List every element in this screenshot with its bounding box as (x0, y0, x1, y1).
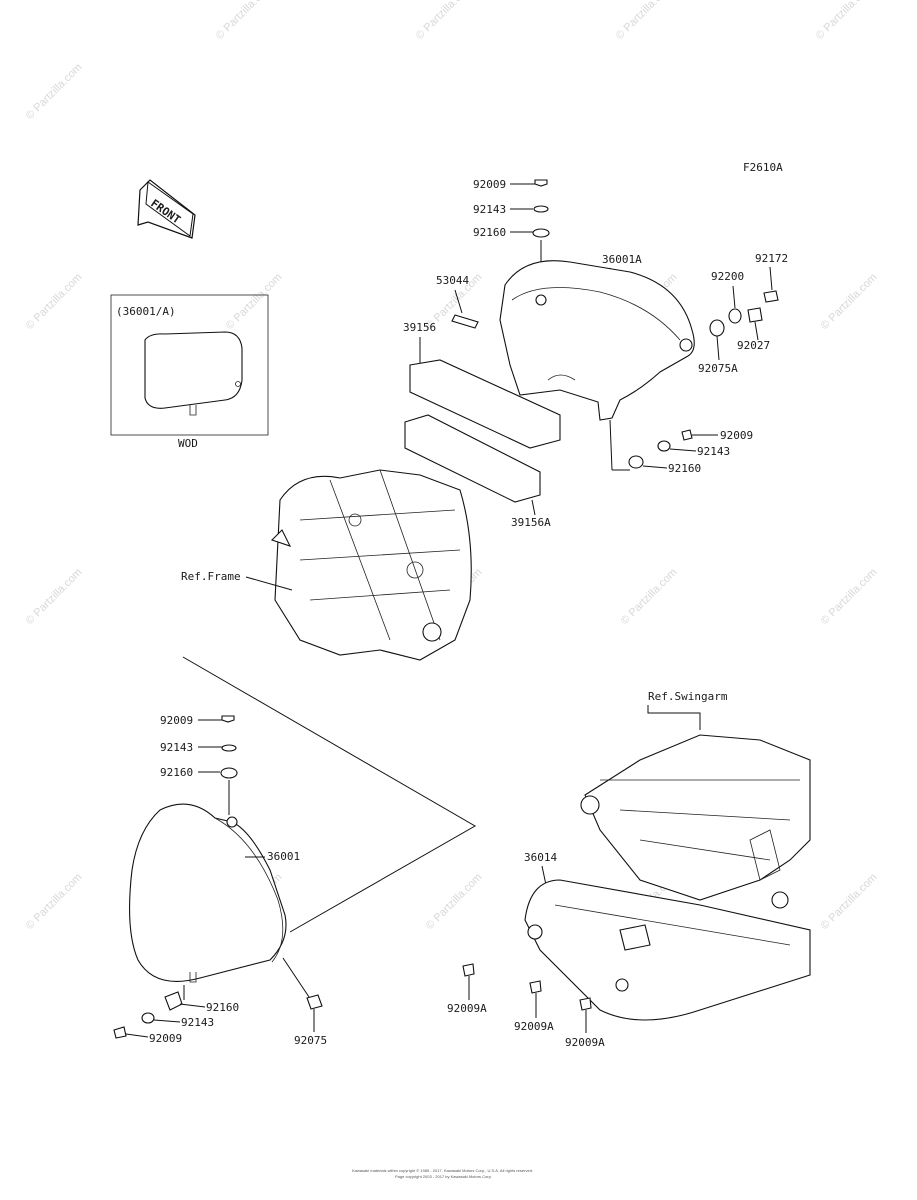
clip-icon (451, 314, 479, 329)
grommet-icon (164, 991, 183, 1011)
collar-icon (728, 308, 742, 324)
side-cover-inset-shape (144, 331, 243, 409)
part-label: 92009 (149, 1032, 182, 1045)
watermark: © Partzilla.com (614, 0, 675, 42)
screw-icon (462, 963, 475, 977)
part-label: 39156 (403, 321, 436, 334)
inset-frame (110, 294, 269, 436)
screw-icon (579, 997, 592, 1011)
part-label: 92160 (206, 1001, 239, 1014)
ref-frame-label: Ref.Frame (181, 570, 241, 583)
watermark: © Partzilla.com (819, 871, 880, 932)
part-label: 92200 (711, 270, 744, 283)
part-label: 92009A (447, 1002, 487, 1015)
watermark: © Partzilla.com (214, 0, 275, 42)
frame-sketch: Ref.Frame (181, 469, 472, 661)
ref-swingarm-label: Ref.Swingarm (648, 690, 728, 703)
inset-box: (36001/A) WOD (110, 294, 269, 450)
washer-icon (141, 1012, 155, 1024)
watermark: © Partzilla.com (24, 566, 85, 627)
swingarm-outline (584, 734, 811, 901)
front-arrow-icon: FRONT (137, 179, 196, 239)
screw-icon (113, 1026, 127, 1039)
watermark: © Partzilla.com (24, 271, 85, 332)
leader-line (182, 656, 477, 933)
part-label: 39156A (511, 516, 551, 529)
left-cover-assembly: 92009 92143 92160 36001 92160 92143 9200… (113, 714, 327, 1047)
part-label: 92143 (473, 203, 506, 216)
part-label: 92172 (755, 252, 788, 265)
part-label: 92009 (473, 178, 506, 191)
screw-icon (681, 429, 693, 441)
part-label: 92009 (160, 714, 193, 727)
damper-icon (709, 319, 725, 337)
grommet-icon (628, 455, 644, 469)
figure-code: F2610A (743, 161, 783, 174)
part-label: 36014 (524, 851, 557, 864)
part-label: 92009 (720, 429, 753, 442)
part-label: 92143 (697, 445, 730, 458)
grommet-icon (220, 767, 238, 779)
part-label: 36001 (267, 850, 300, 863)
part-label: 92143 (181, 1016, 214, 1029)
clip-icon (306, 994, 323, 1010)
washer-icon (657, 440, 671, 452)
spacer-icon (747, 307, 763, 323)
part-label: 92075A (698, 362, 738, 375)
watermark: © Partzilla.com (24, 871, 85, 932)
screw-icon (221, 715, 235, 723)
watermark: © Partzilla.com (619, 566, 680, 627)
washer-icon (533, 205, 549, 213)
footer-line: Kawasaki materials within copyright © 19… (352, 1168, 533, 1173)
screw-icon (529, 980, 542, 994)
watermark: © Partzilla.com (24, 61, 85, 122)
footer-line: Page copyright 2003 - 2017 by Kawasaki M… (395, 1174, 492, 1179)
watermark: © Partzilla.com (414, 0, 475, 42)
part-label: 92160 (473, 226, 506, 239)
upper-cover-assembly: 92009 92143 92160 53044 36001A 92172 922… (403, 178, 788, 529)
watermark: © Partzilla.com (819, 271, 880, 332)
part-label: 92075 (294, 1034, 327, 1047)
screw-icon (534, 179, 548, 187)
chain-cover (524, 879, 811, 1021)
watermark: © Partzilla.com (224, 271, 285, 332)
swingarm-assembly: Ref.Swingarm 36014 92009A 92009A 92009A (447, 690, 811, 1049)
side-cover-left (129, 803, 287, 982)
grommet-icon (532, 228, 550, 238)
bolt-icon (763, 290, 779, 303)
part-label: 92009A (514, 1020, 554, 1033)
inset-title: (36001/A) (116, 305, 176, 318)
frame-outline (274, 469, 472, 661)
side-cover-right (499, 260, 695, 421)
part-label: 92009A (565, 1036, 605, 1049)
pad-lower (404, 414, 541, 503)
part-label: 92160 (668, 462, 701, 475)
part-label: 92027 (737, 339, 770, 352)
part-label: 36001A (602, 253, 642, 266)
part-label: 53044 (436, 274, 469, 287)
watermark: © Partzilla.com (819, 566, 880, 627)
part-label: 92143 (160, 741, 193, 754)
inset-caption: WOD (178, 437, 198, 450)
watermark: © Partzilla.com (424, 871, 485, 932)
washer-icon (221, 744, 237, 752)
watermark: © Partzilla.com (814, 0, 875, 42)
pad-upper (409, 359, 561, 449)
part-label: 92160 (160, 766, 193, 779)
